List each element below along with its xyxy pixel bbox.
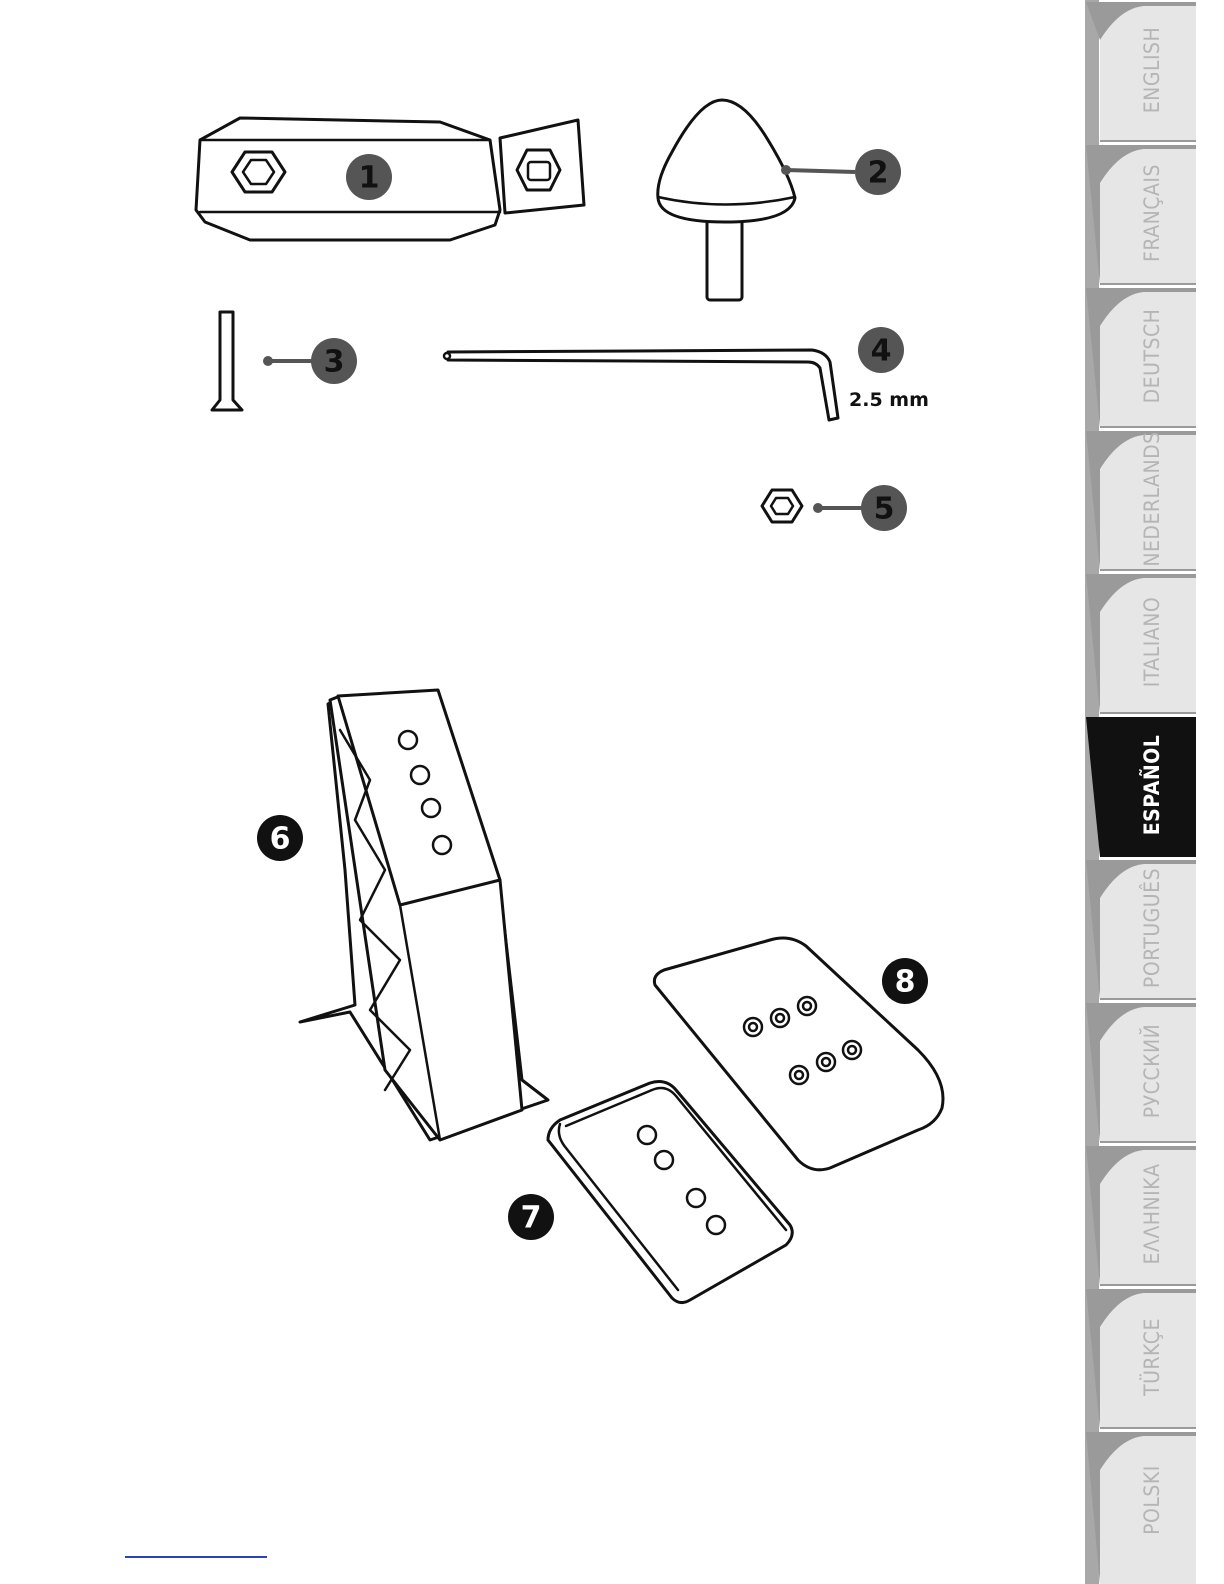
svg-text:4: 4	[871, 334, 892, 369]
tab-deutsch[interactable]: DEUTSCH	[1086, 288, 1196, 428]
tab-russian[interactable]: РУССКИЙ	[1086, 1003, 1196, 1143]
tab-espanol[interactable]: ESPAÑOL	[1086, 717, 1196, 857]
svg-text:8: 8	[895, 965, 916, 1000]
svg-text:7: 7	[521, 1201, 542, 1236]
part-5-nut	[762, 490, 802, 522]
tab-portugues[interactable]: PORTUGUÊS	[1086, 860, 1196, 1000]
tab-italiano[interactable]: ITALIANO	[1086, 574, 1196, 714]
svg-text:POLSKI: POLSKI	[1140, 1465, 1164, 1535]
footer-rule	[125, 1556, 267, 1558]
callout-5: 5	[861, 485, 907, 531]
hex-key-size-label: 2.5 mm	[849, 389, 929, 411]
callout-3: 3	[311, 338, 357, 384]
tab-francais[interactable]: FRANÇAIS	[1086, 145, 1196, 285]
svg-text:1: 1	[359, 161, 380, 196]
callout-7: 7	[508, 1194, 554, 1240]
svg-text:DEUTSCH: DEUTSCH	[1140, 309, 1164, 404]
tab-polski[interactable]: POLSKI	[1086, 1432, 1196, 1584]
svg-text:ENGLISH: ENGLISH	[1140, 27, 1164, 114]
svg-text:5: 5	[874, 492, 895, 527]
svg-text:PORTUGUÊS: PORTUGUÊS	[1139, 868, 1164, 988]
tab-greek[interactable]: ΕΛΛΗΝΙΚΑ	[1086, 1146, 1196, 1286]
part-6-pedal-arm	[300, 690, 548, 1140]
callout-6: 6	[257, 815, 303, 861]
svg-text:6: 6	[270, 822, 291, 857]
svg-text:РУССКИЙ: РУССКИЙ	[1139, 1024, 1164, 1118]
svg-text:3: 3	[324, 345, 345, 380]
part-2-cone-knob	[658, 100, 795, 300]
callout-1: 1	[346, 154, 392, 200]
part-3-screw	[212, 312, 242, 410]
part-7-small-pedal-plate	[548, 1082, 792, 1303]
svg-text:TÜRKÇE: TÜRKÇE	[1139, 1318, 1164, 1397]
svg-text:ΕΛΛΗΝΙΚΑ: ΕΛΛΗΝΙΚΑ	[1140, 1164, 1164, 1265]
callout-2: 2	[855, 149, 901, 195]
tab-english[interactable]: ENGLISH	[1086, 2, 1196, 142]
tab-nederlands[interactable]: NEDERLANDS	[1086, 431, 1196, 571]
language-tabs: ENGLISH FRANÇAIS DEUTSCH NEDERLANDS ITAL…	[1085, 0, 1196, 1584]
svg-text:ITALIANO: ITALIANO	[1140, 597, 1164, 687]
callout-8: 8	[882, 958, 928, 1004]
callout-4: 4	[858, 327, 904, 373]
svg-text:2: 2	[868, 156, 889, 191]
svg-text:FRANÇAIS: FRANÇAIS	[1140, 164, 1164, 262]
part-4-hex-key	[444, 350, 838, 420]
svg-text:NEDERLANDS: NEDERLANDS	[1140, 431, 1164, 566]
tab-turkce[interactable]: TÜRKÇE	[1086, 1289, 1196, 1429]
svg-text:ESPAÑOL: ESPAÑOL	[1139, 735, 1164, 835]
